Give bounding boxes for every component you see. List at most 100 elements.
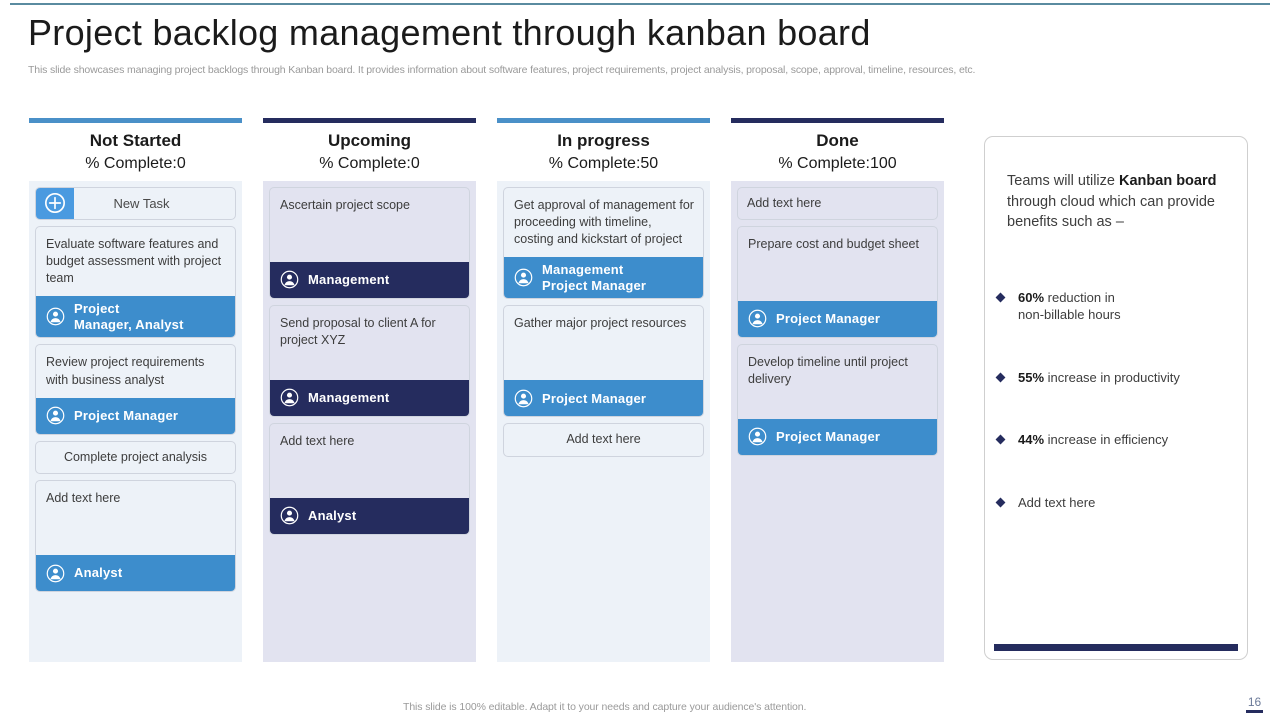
- task-assignee[interactable]: Project Manager, Analyst: [36, 296, 235, 338]
- column-card-list: Get approval of management for proceedin…: [497, 180, 710, 662]
- task-card-text: Develop timeline until project delivery: [748, 354, 908, 387]
- benefits-lead-segment: through cloud which can provide benefits…: [1007, 193, 1215, 231]
- column-header: In progress% Complete:50: [497, 130, 710, 181]
- task-assignee-label: Management: [308, 271, 390, 287]
- task-assignee-label: Project Manager: [776, 428, 881, 444]
- new-task-plus-wrap[interactable]: [36, 187, 74, 219]
- benefit-item-text: 60% reduction in non-billable hours: [1018, 289, 1121, 324]
- task-card-text: Review project requirements with busines…: [46, 355, 205, 387]
- benefit-metric: 60%: [1018, 289, 1045, 305]
- task-assignee[interactable]: Management: [270, 379, 469, 416]
- benefit-metric: 55%: [1018, 369, 1045, 385]
- task-assignee[interactable]: Project Manager: [36, 397, 235, 434]
- page-title: Project backlog management through kanba…: [28, 12, 871, 53]
- column-header: Done% Complete:100: [731, 130, 944, 181]
- new-task-label: New Task: [113, 195, 170, 211]
- task-assignee[interactable]: Management Project Manager: [504, 257, 703, 299]
- top-accent-rule: [10, 3, 1270, 5]
- task-card[interactable]: Evaluate software features and budget as…: [35, 225, 236, 339]
- column-percent-complete: % Complete:0: [85, 154, 186, 172]
- benefits-lead-text: Teams will utilize Kanban board through …: [1007, 171, 1227, 233]
- plus-circle-icon: [45, 193, 65, 214]
- task-assignee[interactable]: Project Manager: [738, 300, 937, 337]
- column-accent-bar: [29, 118, 242, 123]
- task-card-text: Complete project analysis: [63, 449, 208, 464]
- task-card-text: Evaluate software features and budget as…: [46, 236, 222, 286]
- task-assignee[interactable]: Project Manager: [504, 380, 703, 417]
- diamond-bullet-icon: [995, 434, 1006, 445]
- avatar-icon: [46, 564, 65, 583]
- diamond-bullet-icon: [995, 497, 1006, 508]
- benefits-panel: Teams will utilize Kanban board through …: [984, 136, 1248, 660]
- task-assignee-label: Analyst: [308, 507, 357, 523]
- task-assignee-label: Project Manager: [776, 310, 881, 326]
- task-card-text: Add text here: [280, 433, 355, 448]
- benefits-bullet-list: 60% reduction in non-billable hours 55% i…: [995, 289, 1227, 512]
- task-assignee[interactable]: Analyst: [36, 555, 235, 592]
- task-assignee-label: Management: [308, 389, 390, 405]
- task-card-text: Add text here: [566, 432, 641, 447]
- panel-bottom-rule: [994, 644, 1238, 651]
- task-card[interactable]: Get approval of management for proceedin…: [503, 186, 704, 300]
- task-card[interactable]: Add text here: [503, 423, 704, 457]
- benefit-metric: 44%: [1018, 432, 1045, 448]
- benefit-item: 55% increase in productivity: [995, 369, 1227, 387]
- avatar-icon: [280, 388, 299, 407]
- column-title: Not Started: [89, 131, 182, 150]
- column-accent-bar: [497, 118, 710, 123]
- page-number: 16: [1246, 695, 1263, 713]
- new-task-button[interactable]: New Task: [35, 186, 236, 220]
- avatar-icon: [280, 506, 299, 525]
- column-accent-bar: [263, 118, 476, 123]
- column-percent-complete: % Complete:50: [548, 154, 659, 172]
- benefit-item: 44% increase in efficiency: [995, 431, 1227, 449]
- task-assignee-label: Project Manager: [74, 408, 179, 424]
- task-card-text: Add text here: [46, 491, 121, 506]
- diamond-bullet-icon: [995, 372, 1006, 383]
- page-number-value: 16: [1247, 695, 1262, 709]
- benefits-lead-emphasis: Kanban board: [1119, 173, 1217, 189]
- task-assignee-label: Project Manager, Analyst: [74, 301, 184, 332]
- task-assignee[interactable]: Project Manager: [738, 418, 937, 455]
- task-assignee-label: Project Manager: [542, 390, 647, 406]
- task-card-text: Ascertain project scope: [280, 197, 410, 212]
- task-card[interactable]: Add text here: [737, 186, 938, 220]
- task-assignee-label: Management Project Manager: [542, 262, 647, 293]
- column-percent-complete: % Complete:100: [778, 154, 897, 172]
- task-card[interactable]: Review project requirements with busines…: [35, 344, 236, 435]
- avatar-icon: [748, 309, 767, 328]
- diamond-bullet-icon: [995, 292, 1006, 303]
- avatar-icon: [46, 308, 65, 326]
- task-card[interactable]: Complete project analysis: [35, 440, 236, 475]
- benefits-lead-segment: Teams will utilize: [1007, 173, 1119, 189]
- task-assignee[interactable]: Analyst: [270, 497, 469, 534]
- column-header: Not Started % Complete:0: [29, 130, 242, 181]
- avatar-icon: [748, 427, 767, 446]
- column-title: Upcoming: [327, 131, 412, 150]
- avatar-icon: [514, 269, 533, 287]
- benefit-description: increase in efficiency: [1044, 432, 1169, 448]
- task-card-text: Add text here: [747, 195, 822, 210]
- avatar-icon: [280, 270, 299, 289]
- benefit-description: Add text here: [1018, 494, 1096, 510]
- footer-note: This slide is 100% editable. Adapt it to…: [403, 701, 807, 713]
- avatar-icon: [514, 389, 533, 408]
- column-header: Upcoming% Complete:0: [263, 130, 476, 181]
- task-card-text: Gather major project resources: [514, 316, 687, 331]
- slide-header: Project backlog management through kanba…: [28, 12, 1252, 76]
- benefit-description: increase in productivity: [1044, 369, 1180, 385]
- task-card[interactable]: Send proposal to client A for project XY…: [269, 304, 470, 417]
- task-assignee[interactable]: Management: [270, 261, 469, 298]
